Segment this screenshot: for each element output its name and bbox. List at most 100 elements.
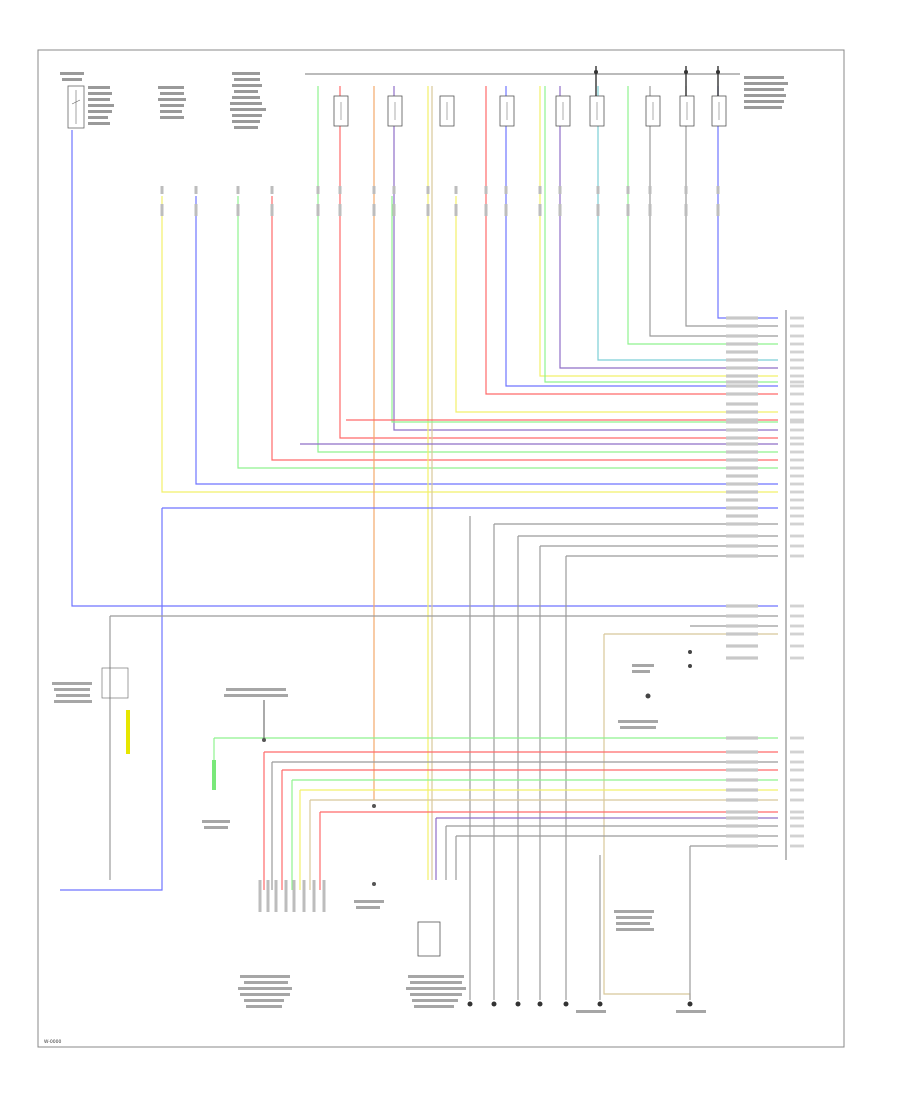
yellow-connector-stub xyxy=(126,710,130,754)
wire-code-mark xyxy=(716,204,720,216)
wire-bundle xyxy=(60,86,778,1000)
ecu-pin-code xyxy=(726,490,758,494)
ecu-pin-name xyxy=(790,644,804,648)
ecu-pin-name xyxy=(790,436,804,440)
ground-point xyxy=(537,1001,543,1007)
ecu-pin-name xyxy=(790,810,804,814)
component-label-mark xyxy=(56,694,90,697)
wire-code-mark xyxy=(316,204,320,216)
wire-code-mark xyxy=(558,186,562,194)
harness-pin xyxy=(312,880,316,912)
wire-blue-26 xyxy=(60,508,163,891)
ecu-pin-name xyxy=(790,474,804,478)
ecu-pin-code xyxy=(726,498,758,502)
ecu-pin-code xyxy=(726,514,758,518)
ecu-pin-name xyxy=(790,334,804,338)
ecu-pin-name xyxy=(790,834,804,838)
component-label-mark xyxy=(618,720,658,723)
ecu-pin-name xyxy=(790,506,804,510)
ecu-pin-name xyxy=(790,522,804,526)
ecu-pin-code xyxy=(726,644,758,648)
ecu-pin-code xyxy=(726,418,758,422)
stop-lamp-switch xyxy=(101,667,129,699)
component-label-mark xyxy=(616,928,654,931)
ecu-pin-name xyxy=(790,632,804,636)
harness-pin xyxy=(274,880,278,912)
ecu-pin-code xyxy=(726,428,758,432)
component-label-mark xyxy=(238,987,292,990)
ecu-pin-code xyxy=(726,750,758,754)
wire-code-mark xyxy=(648,204,652,216)
ecu-pin-name xyxy=(790,442,804,446)
ground-point xyxy=(491,1001,497,1007)
ecu-pin-code xyxy=(726,358,758,362)
ecu-pin-name xyxy=(790,614,804,618)
ecu-pin-code xyxy=(726,350,758,354)
ecu-pin-column xyxy=(726,316,804,848)
ecu-pin-name xyxy=(790,466,804,470)
component-label-mark xyxy=(614,910,654,913)
wire-code-mark xyxy=(392,186,396,194)
ecu-pin-code xyxy=(726,474,758,478)
ecu-pin-code xyxy=(726,736,758,740)
component-label-mark xyxy=(406,987,466,990)
ecu-pin-name xyxy=(790,410,804,414)
wire-yellow-13 xyxy=(539,86,778,377)
ecu-pin-code xyxy=(726,768,758,772)
ecu-pin-name xyxy=(790,384,804,388)
wire-red-6 xyxy=(339,86,778,439)
ecu-pin-code xyxy=(726,482,758,486)
wire-code-mark xyxy=(684,186,688,194)
ecu-pin-name xyxy=(790,736,804,740)
ecu-pin-code xyxy=(726,522,758,526)
ecu-pin-name xyxy=(790,760,804,764)
component-label-mark xyxy=(616,916,652,919)
ecu-pin-name xyxy=(790,342,804,346)
ecu-pin-code xyxy=(726,656,758,660)
ecu-pin-code xyxy=(726,366,758,370)
component-label-mark xyxy=(620,726,656,729)
wire-yellow-21 xyxy=(455,196,778,413)
wire-code-mark xyxy=(504,204,508,216)
ecu-pin-code xyxy=(726,316,758,320)
component-label-mark xyxy=(616,922,650,925)
ecu-pin-name xyxy=(790,534,804,538)
ecu-pin-code xyxy=(726,614,758,618)
ecu-pin-name xyxy=(790,498,804,502)
ecu-pin-name xyxy=(790,656,804,660)
ecu-pin-name xyxy=(790,844,804,848)
component-label-mark xyxy=(244,999,284,1002)
ecu-pin-code xyxy=(726,534,758,538)
component-label-mark xyxy=(408,975,464,978)
ecu-pin-name xyxy=(790,750,804,754)
wire-code-mark xyxy=(338,186,342,194)
ground-point xyxy=(687,1001,693,1007)
wire-gray-19 xyxy=(685,86,778,327)
wire-code-mark xyxy=(236,186,240,194)
ecu-pin-code xyxy=(726,384,758,388)
ecu-pin-name xyxy=(790,366,804,370)
wire-code-mark xyxy=(596,204,600,216)
ecu-pin-name xyxy=(790,816,804,820)
diagram-frame xyxy=(37,49,845,1048)
ecu-pin-name xyxy=(790,798,804,802)
component-label-mark xyxy=(240,975,290,978)
wire-code-mark xyxy=(648,186,652,194)
component-label-mark xyxy=(224,694,288,697)
ecu-pin-code xyxy=(726,334,758,338)
ecu-pin-name xyxy=(790,374,804,378)
wire-code-mark xyxy=(270,204,274,216)
wire-code-mark xyxy=(270,186,274,194)
harness-pin xyxy=(322,880,326,912)
splice-dot xyxy=(372,804,376,808)
ecu-pin-code xyxy=(726,466,758,470)
wire-code-mark xyxy=(484,204,488,216)
wire-blue-20 xyxy=(717,86,778,319)
ecu-pin-code xyxy=(726,392,758,396)
ecu-pin-name xyxy=(790,324,804,328)
ecu-pin-code xyxy=(726,810,758,814)
ecu-pin-code xyxy=(726,624,758,628)
ecu-pin-code xyxy=(726,632,758,636)
component-label-mark xyxy=(632,670,650,673)
wire-code-mark xyxy=(538,186,542,194)
